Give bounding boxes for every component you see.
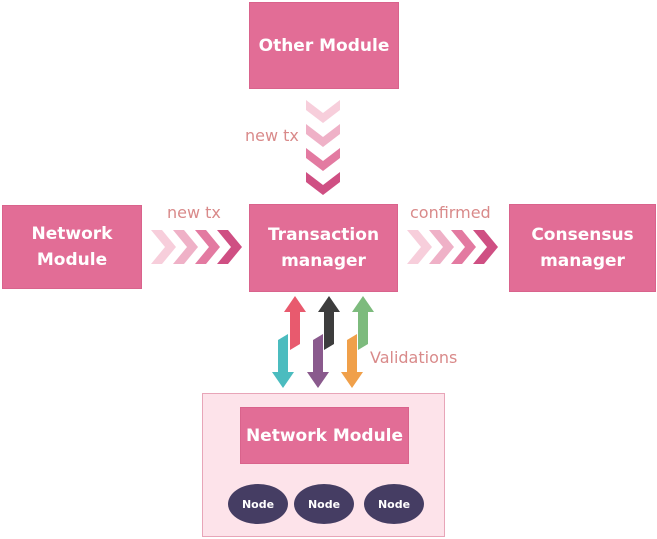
arrow-up-icon [284, 296, 306, 350]
inner-network-module-box: Network Module [240, 407, 409, 464]
node-1: Node [228, 484, 288, 524]
inner-network-module-label: Network Module [245, 425, 404, 446]
transaction-manager-box: Transaction manager [249, 204, 398, 292]
other-module-box: Other Module [249, 2, 399, 89]
chevron-right-icon [473, 230, 498, 264]
chevron-right-icon [451, 230, 476, 264]
chevron-down-icon [306, 148, 340, 171]
node-3: Node [364, 484, 424, 524]
chevron-down-icon [306, 100, 340, 123]
consensus-manager-box: Consensus manager [509, 204, 656, 292]
arrow-down-icon [272, 334, 294, 388]
arrow-down-icon [341, 334, 363, 388]
chevron-right-icon [407, 230, 432, 264]
new-tx-top-label: new tx [245, 126, 299, 145]
chevron-down-icon [306, 172, 340, 195]
node-2: Node [294, 484, 354, 524]
transaction-manager-label: Transaction manager [267, 225, 380, 271]
arrow-up-icon [318, 296, 340, 350]
chevron-right-icon [429, 230, 454, 264]
chevron-right-icon [151, 230, 176, 264]
confirmed-label: confirmed [410, 203, 491, 222]
new-tx-left-label: new tx [167, 203, 221, 222]
consensus-manager-label: Consensus manager [531, 225, 634, 271]
chevron-down-icon [306, 124, 340, 147]
network-module-label: Network Module [31, 224, 113, 270]
network-module-box: Network Module [2, 205, 142, 289]
chevron-right-icon [217, 230, 242, 264]
arrow-down-icon [307, 334, 329, 388]
other-module-label: Other Module [258, 35, 390, 56]
chevron-right-icon [173, 230, 198, 264]
validations-label: Validations [370, 348, 458, 367]
arrow-up-icon [352, 296, 374, 350]
chevron-right-icon [195, 230, 220, 264]
network-module-container: Network Module Node Node Node [202, 393, 445, 537]
